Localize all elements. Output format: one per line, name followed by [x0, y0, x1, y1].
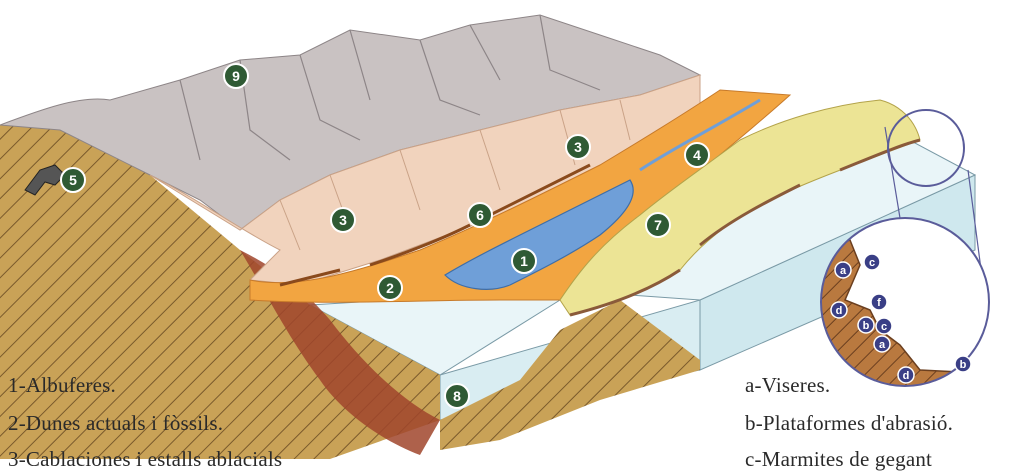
inset-label: d: [903, 370, 910, 382]
marker-label: 9: [232, 68, 240, 84]
inset-label: b: [960, 359, 967, 371]
inset-marker-a: a: [835, 262, 851, 278]
inset-label: a: [879, 339, 886, 351]
inset-marker-c: c: [864, 254, 880, 270]
marker-label: 2: [386, 280, 394, 296]
inset-marker-d: d: [831, 302, 847, 318]
inset-label: c: [881, 321, 887, 333]
marker-3: 3: [331, 208, 355, 232]
marker-label: 3: [574, 139, 582, 155]
marker-label: 6: [476, 207, 484, 223]
marker-label: 1: [520, 253, 528, 269]
marker-3: 3: [566, 135, 590, 159]
inset-marker-b: b: [955, 356, 971, 372]
marker-label: 3: [339, 212, 347, 228]
marker-4: 4: [685, 143, 709, 167]
marker-2: 2: [378, 276, 402, 300]
inset-label: a: [840, 265, 847, 277]
inset-label: c: [869, 257, 875, 269]
legend-item-b: b-Plataformes d'abrasió.: [745, 411, 953, 436]
inset-label: d: [836, 305, 843, 317]
marker-label: 8: [453, 388, 461, 404]
inset-label: f: [877, 297, 881, 309]
marker-label: 5: [69, 172, 77, 188]
marker-9: 9: [224, 64, 248, 88]
inset-marker-a: a: [874, 336, 890, 352]
legend-item-2: 2-Dunes actuals i fòssils.: [8, 411, 223, 436]
marker-1: 1: [512, 249, 536, 273]
legend-item-1: 1-Albuferes.: [8, 373, 116, 398]
marker-label: 4: [693, 147, 701, 163]
marker-7: 7: [646, 213, 670, 237]
inset-label: b: [863, 320, 870, 332]
legend-item-3: 3-Cablaciones i estalls ablacials: [8, 447, 282, 472]
marker-8: 8: [445, 384, 469, 408]
marker-5: 5: [61, 168, 85, 192]
legend-item-a: a-Viseres.: [745, 373, 830, 398]
marker-6: 6: [468, 203, 492, 227]
marker-label: 7: [654, 217, 662, 233]
inset-marker-b: b: [858, 317, 874, 333]
legend-item-c: c-Marmites de gegant: [745, 447, 932, 472]
inset-marker-c: c: [876, 318, 892, 334]
inset-marker-f: f: [871, 294, 887, 310]
inset-marker-d: d: [898, 367, 914, 383]
